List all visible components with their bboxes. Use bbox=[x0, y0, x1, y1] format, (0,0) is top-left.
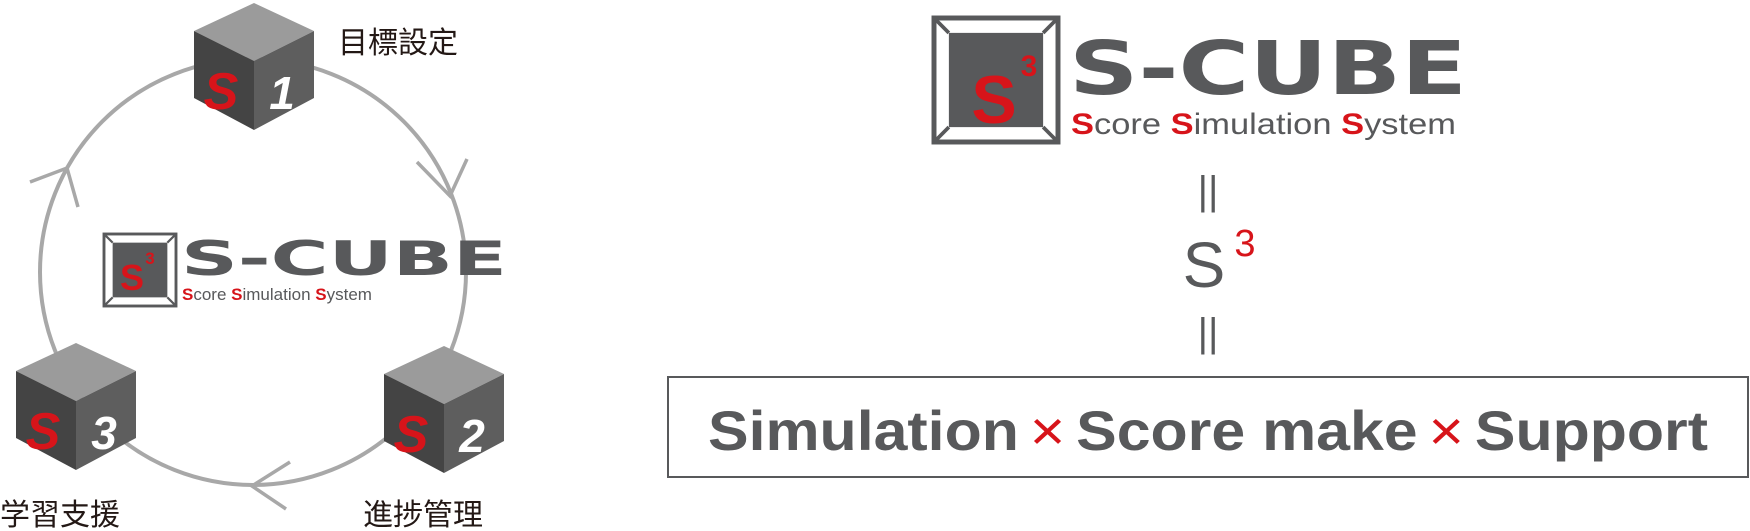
center-logo: S 3 S-CUBE Score Simulation System bbox=[102, 232, 507, 308]
logo-superscript: 3 bbox=[145, 249, 154, 268]
equals-bottom: || bbox=[1198, 311, 1219, 355]
cycle-arrow-left-icon bbox=[29, 165, 80, 208]
cube-s-letter: S bbox=[204, 63, 239, 121]
main-logo: S 3 S-CUBE Score Simulation System bbox=[934, 18, 1467, 142]
formula-text: Simulation×Score make×Support bbox=[708, 399, 1708, 462]
logo-title: S-CUBE bbox=[181, 232, 507, 287]
cube-step-1: S 1 bbox=[194, 3, 314, 130]
cube-s-letter: S bbox=[394, 406, 429, 464]
equals-top: || bbox=[1198, 169, 1219, 213]
cube-s-letter: S bbox=[26, 403, 61, 461]
main-logo-title: S-CUBE bbox=[1069, 26, 1467, 112]
logo-s: S bbox=[120, 257, 144, 298]
equation-s: S bbox=[1183, 229, 1226, 301]
main-logo-superscript: 3 bbox=[1021, 50, 1038, 83]
main-logo-subtitle: Score Simulation System bbox=[1071, 108, 1456, 141]
step-1-label: 目標設定 bbox=[338, 26, 458, 61]
formula-box bbox=[667, 376, 1749, 478]
step-3-label: 学習支援 bbox=[0, 498, 120, 531]
cycle-arrow-right-icon bbox=[415, 158, 469, 200]
cube-number: 2 bbox=[458, 410, 485, 462]
cube-step-3: S 3 bbox=[16, 343, 136, 470]
cube-number: 3 bbox=[91, 407, 117, 459]
cycle-arrow-bottom-icon bbox=[248, 460, 291, 511]
logo-subtitle: Score Simulation System bbox=[182, 285, 372, 304]
cube-number: 1 bbox=[269, 67, 295, 119]
step-2-label: 進捗管理 bbox=[363, 498, 483, 531]
main-logo-s: S bbox=[971, 62, 1016, 138]
equation-superscript: 3 bbox=[1234, 223, 1255, 265]
cube-step-2: S 2 bbox=[384, 346, 504, 473]
